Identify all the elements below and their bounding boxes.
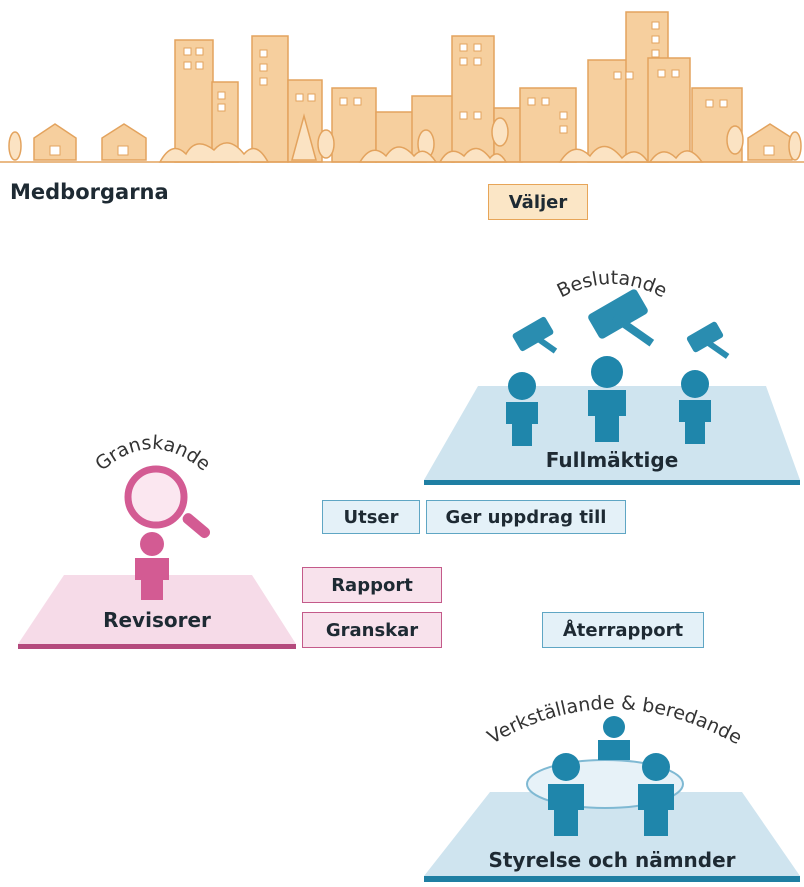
house xyxy=(747,123,793,161)
aterrapport-label: Återrapport xyxy=(562,619,684,641)
building xyxy=(451,35,495,163)
styrelse-platform xyxy=(424,792,800,876)
bush xyxy=(558,145,650,163)
house xyxy=(33,123,77,161)
granskar-label: Granskar xyxy=(325,619,419,641)
utser-label: Utser xyxy=(343,506,399,528)
tree xyxy=(726,125,744,155)
bush xyxy=(158,142,270,163)
tree xyxy=(491,117,509,147)
city-skyline-illustration xyxy=(0,11,804,163)
magnifier-icon xyxy=(124,465,211,539)
revisorer-platform xyxy=(18,575,296,644)
bush xyxy=(358,146,438,163)
fullmaktige-role: Beslutande xyxy=(554,267,671,302)
citizens-label: Medborgarna xyxy=(10,180,169,204)
building xyxy=(174,39,214,163)
council-member-icon xyxy=(506,356,711,446)
auditor-icon xyxy=(135,532,169,600)
ger-uppdrag-tag: Ger uppdrag till xyxy=(426,500,626,534)
utser-tag: Utser xyxy=(322,500,420,534)
tree xyxy=(8,131,22,161)
valjer-tag: Väljer xyxy=(488,184,588,220)
gavel-icon xyxy=(588,289,655,347)
house xyxy=(101,123,147,161)
bush xyxy=(438,147,508,163)
bush xyxy=(648,150,704,163)
granskar-tag: Granskar xyxy=(302,612,442,648)
valjer-label: Väljer xyxy=(508,191,568,213)
ger-uppdrag-label: Ger uppdrag till xyxy=(445,506,607,528)
gavel-icon xyxy=(512,316,558,354)
tree xyxy=(291,113,317,161)
tree xyxy=(788,131,802,161)
revisorer-label: Revisorer xyxy=(103,608,211,632)
gavel-icon xyxy=(686,321,730,359)
tree xyxy=(317,129,335,159)
fullmaktige-label: Fullmäktige xyxy=(545,448,679,472)
rapport-label: Rapport xyxy=(331,574,413,596)
styrelse-label: Styrelse och nämnder xyxy=(488,848,736,872)
rapport-tag: Rapport xyxy=(302,567,442,603)
aterrapport-tag: Återrapport xyxy=(542,612,704,648)
board-member-icon xyxy=(548,716,674,836)
